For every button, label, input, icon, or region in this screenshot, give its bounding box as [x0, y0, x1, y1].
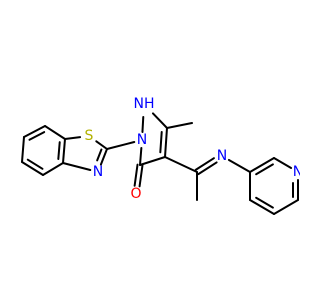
bond-line-9 [64, 136, 82, 140]
atom-label-n-5: N [217, 148, 227, 164]
atom-label-nh-2: NH [134, 96, 155, 112]
bond-line-28 [227, 158, 251, 173]
bond-line-34 [273, 199, 299, 215]
bond-line-29 [249, 157, 275, 173]
bond-line-6 [42, 162, 64, 176]
bond-line-18 [159, 131, 163, 154]
molecule-group: S N NH N O N N [21, 96, 300, 215]
bond-line-11 [99, 148, 108, 166]
bond-layer [21, 112, 299, 215]
bond-line-16 [151, 112, 168, 129]
bond-line-1 [23, 125, 46, 138]
bond-line-0 [44, 125, 66, 140]
bond-line-30 [255, 163, 274, 176]
bond-line-22 [133, 163, 139, 187]
bond-line-13 [62, 162, 92, 172]
bond-line-24 [164, 156, 198, 173]
bond-line-17 [164, 127, 168, 158]
bond-line-26 [197, 161, 218, 176]
bond-line-2 [28, 131, 46, 141]
bond-line-15 [141, 115, 145, 134]
bond-line-10 [95, 140, 108, 150]
molecule-structure-diagram: S N NH N O N N [21, 96, 300, 215]
atom-label-s-0: S [85, 128, 94, 144]
atom-label-layer: S N NH N O N N [85, 96, 300, 202]
atom-label-n-3: N [137, 132, 147, 148]
atom-label-n-1: N [93, 164, 103, 180]
bond-line-35 [249, 199, 275, 215]
bond-line-14 [106, 140, 136, 150]
bond-line-8 [57, 141, 61, 160]
bond-line-5 [26, 158, 44, 170]
bond-line-4 [21, 161, 44, 176]
bond-line-36 [255, 196, 274, 209]
bond-line-19 [139, 156, 166, 166]
bond-line-12 [96, 148, 103, 162]
bond-line-7 [62, 138, 66, 164]
atom-label-n-6: N [293, 164, 300, 180]
bond-line-23 [138, 164, 144, 188]
bond-line-27 [194, 157, 215, 171]
bond-line-3 [21, 136, 25, 163]
bond-line-21 [166, 122, 193, 129]
bond-line-20 [139, 146, 143, 166]
bond-line-31 [273, 157, 293, 169]
atom-label-o-4: O [130, 186, 141, 202]
